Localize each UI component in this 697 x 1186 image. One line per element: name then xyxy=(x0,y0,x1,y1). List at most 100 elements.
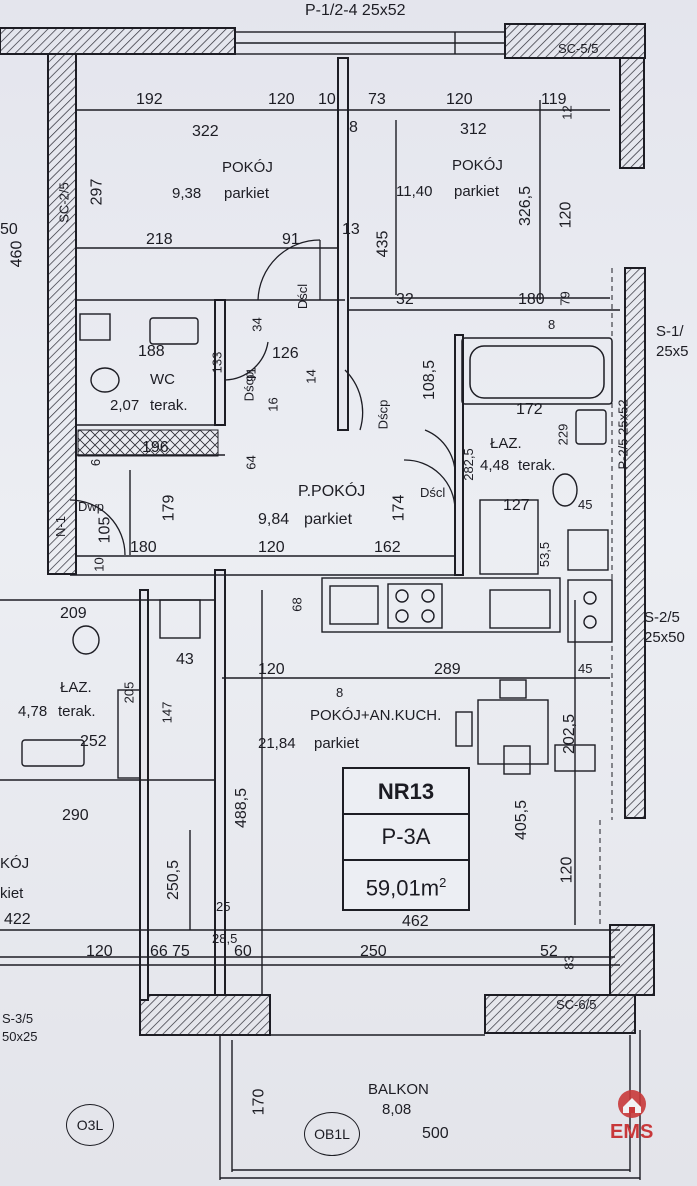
dim: 64 xyxy=(243,455,259,470)
column-s1: S-1/ xyxy=(656,323,684,340)
dim: 126 xyxy=(272,345,299,362)
dim: 162 xyxy=(374,539,401,556)
wall-right-lower xyxy=(609,924,655,996)
dim: 250 xyxy=(360,943,387,960)
unit-area-sup: 2 xyxy=(439,875,447,890)
dashed-lines xyxy=(599,268,613,925)
room-name: BALKON xyxy=(368,1081,429,1098)
wall-bath xyxy=(454,334,464,576)
dim: 282,5 xyxy=(460,448,476,481)
dim: 312 xyxy=(460,121,487,138)
dim: 8 xyxy=(349,119,358,136)
dim: 460 xyxy=(8,240,26,268)
room-area: 21,84 xyxy=(258,735,296,752)
dim: 202,5 xyxy=(561,713,579,755)
room-name: POKÓJ xyxy=(452,157,503,174)
wall-top-left xyxy=(0,27,236,55)
bathtub xyxy=(461,337,613,405)
logo-text: EMS xyxy=(610,1121,654,1143)
dim: 120 xyxy=(268,91,295,108)
column-s25b: 25x50 xyxy=(644,629,685,646)
dim: 192 xyxy=(136,91,163,108)
dim: 12 xyxy=(559,105,575,120)
dim: 289 xyxy=(434,661,461,678)
room-floor: parkiet xyxy=(454,183,500,200)
room-floor: parkiet xyxy=(224,185,270,202)
room-area: 4,48 xyxy=(480,457,510,474)
dim: 170 xyxy=(250,1088,268,1116)
door-tag: Dścp xyxy=(375,399,391,430)
room-area: 8,08 xyxy=(382,1101,412,1118)
wall-between-rooms xyxy=(337,57,349,431)
logo-house-icon xyxy=(618,1090,646,1118)
cross-area xyxy=(77,429,219,457)
dim: 8 xyxy=(548,317,556,332)
dim: 32 xyxy=(396,291,414,308)
dim: 28,5 xyxy=(212,931,238,946)
dim: 53,5 xyxy=(537,541,553,568)
dim: 218 xyxy=(146,231,173,248)
watermark-logo: EMS xyxy=(606,1088,658,1150)
dim: 45 xyxy=(578,497,593,512)
dim: 91 xyxy=(243,367,259,382)
room-name: POKÓJ+AN.KUCH. xyxy=(310,707,442,724)
unit-number: NR13 xyxy=(377,779,435,804)
dim: 34 xyxy=(249,317,265,332)
dim: 120 xyxy=(258,539,285,556)
column-sc55: SC-5/5 xyxy=(558,41,599,56)
door-tag: Dwp xyxy=(78,499,105,514)
dim: 16 xyxy=(265,397,281,412)
dim: 43 xyxy=(176,651,194,668)
dim: 120 xyxy=(86,943,113,960)
dim: 45 xyxy=(578,661,593,676)
room-floor: terak. xyxy=(518,457,556,474)
room-floor: parkiet xyxy=(304,511,353,528)
dim: 188 xyxy=(138,343,165,360)
dim: 229 xyxy=(555,423,571,446)
dim: 119 xyxy=(541,91,567,108)
wall-bottom-left xyxy=(139,994,271,1036)
door-tag: Dścl xyxy=(295,283,311,310)
room-area: 11,40 xyxy=(396,183,433,200)
kitchen-counter xyxy=(159,577,613,643)
dim: 133 xyxy=(209,351,225,374)
dim: 6 xyxy=(88,458,104,467)
wall-salon-left xyxy=(214,569,226,996)
dim: 322 xyxy=(192,123,219,140)
room-name: WC xyxy=(150,371,175,388)
wall-top-right xyxy=(504,23,646,59)
dim: 120 xyxy=(446,91,473,108)
room-floor: terak. xyxy=(150,397,188,414)
door-tag: Dścl xyxy=(420,485,446,500)
dim: 174 xyxy=(390,494,408,522)
window-tag: OB1L xyxy=(304,1112,360,1156)
dim: 326,5 xyxy=(517,185,535,227)
dim: 462 xyxy=(402,913,429,930)
dim: 105 xyxy=(96,516,114,544)
dim: 205 xyxy=(121,681,137,704)
room-name: POKÓJ xyxy=(222,159,273,176)
room-name: KÓJ xyxy=(0,855,30,872)
dim: 66 xyxy=(150,943,168,960)
sanitary xyxy=(21,313,609,779)
room-area: 2,07 xyxy=(110,397,140,414)
outer-walls xyxy=(0,23,655,1036)
column-s35b: 50x25 xyxy=(2,1029,38,1044)
dim: 196 xyxy=(142,439,169,456)
dim: 252 xyxy=(80,733,107,750)
column-s35: S-3/5 xyxy=(2,1011,34,1026)
dim: 488,5 xyxy=(233,787,251,829)
dim: 500 xyxy=(422,1125,449,1142)
dim: 75 xyxy=(172,943,190,960)
column-sc25: SC-2/5 xyxy=(56,182,72,223)
dim: 83 xyxy=(561,955,577,970)
dim: 50 xyxy=(0,221,18,238)
room-floor: parkiet xyxy=(314,735,360,752)
dim: 147 xyxy=(159,701,175,724)
column-s1b: 25x5 xyxy=(656,343,689,360)
dim: 172 xyxy=(516,401,543,418)
room-floor: kiet xyxy=(0,885,24,902)
dim: 297 xyxy=(88,178,106,206)
